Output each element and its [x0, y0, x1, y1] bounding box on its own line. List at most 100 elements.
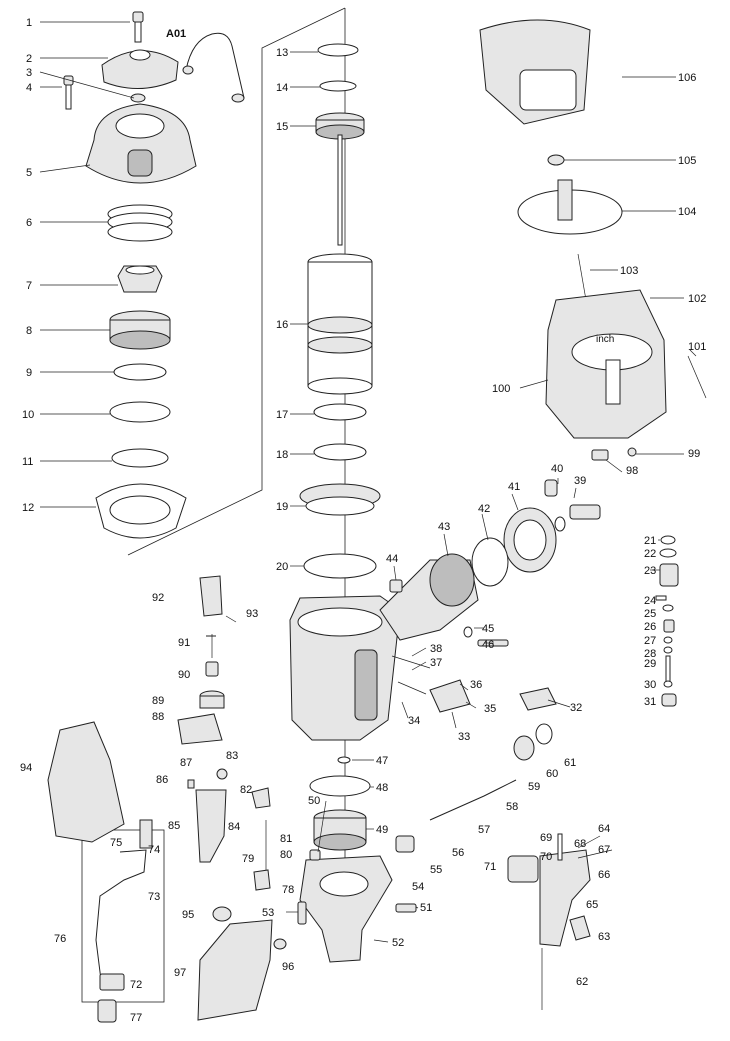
part-52-nose — [299, 855, 393, 963]
part-51-bolt — [395, 903, 417, 913]
callout-44: 44 — [386, 553, 398, 565]
callout-51: 51 — [420, 902, 432, 914]
part-32-clip — [519, 687, 557, 711]
part-20-oring — [303, 553, 377, 579]
callout-59: 59 — [528, 781, 540, 793]
callout-87: 87 — [180, 757, 192, 769]
part-105-cap — [547, 154, 565, 166]
callout-45: 45 — [482, 623, 494, 635]
callout-66: 66 — [598, 869, 610, 881]
callout-9: 9 — [26, 367, 32, 379]
part-2-cap — [101, 49, 179, 90]
callout-13: 13 — [276, 47, 288, 59]
part-106-cover — [479, 19, 591, 125]
callout-32: 32 — [570, 702, 582, 714]
part-4-bolt — [63, 75, 74, 110]
part-101-pin — [687, 355, 707, 399]
part-11-ring — [111, 448, 169, 468]
part-53-bolt — [297, 901, 307, 925]
callout-56: 56 — [452, 847, 464, 859]
callout-68: 68 — [574, 838, 586, 850]
part-13-ring — [317, 43, 359, 57]
part-12-gasket — [95, 483, 187, 539]
scale-mark-inch: inch — [596, 334, 614, 345]
callout-25: 25 — [644, 608, 656, 620]
callout-86: 86 — [156, 774, 168, 786]
callout-95: 95 — [182, 909, 194, 921]
callout-12: 12 — [22, 502, 34, 514]
callout-98: 98 — [626, 465, 638, 477]
callout-49: 49 — [376, 824, 388, 836]
callout-23: 23 — [644, 565, 656, 577]
callout-103: 103 — [620, 265, 638, 277]
callout-70: 70 — [540, 851, 552, 863]
callout-99: 99 — [688, 448, 700, 460]
callout-31: 31 — [644, 696, 656, 708]
part-18-ring — [313, 443, 367, 461]
part-41-cap — [503, 507, 557, 573]
part-76-contact-arm — [95, 819, 153, 1023]
part-6-springs — [107, 204, 173, 242]
part-40-plug — [544, 479, 558, 497]
part-17-ring — [313, 403, 367, 421]
callout-21: 21 — [644, 535, 656, 547]
callout-96: 96 — [282, 961, 294, 973]
part-47-48-rings — [309, 756, 371, 797]
part-95-97-nose-guard — [197, 906, 287, 1021]
part-84-87-bracket — [187, 768, 228, 863]
part-3-washer — [130, 93, 146, 103]
part-45-washer — [463, 626, 473, 638]
part-78-82-linkage — [251, 787, 271, 891]
callout-34: 34 — [408, 715, 420, 727]
callout-73: 73 — [148, 891, 160, 903]
callout-26: 26 — [644, 621, 656, 633]
callout-29: 29 — [644, 658, 656, 670]
callout-53: 53 — [262, 907, 274, 919]
callout-89: 89 — [152, 695, 164, 707]
part-94-guard — [47, 721, 125, 843]
callout-80: 80 — [280, 849, 292, 861]
callout-101: 101 — [688, 341, 706, 353]
callout-97: 97 — [174, 967, 186, 979]
callout-3: 3 — [26, 67, 32, 79]
part-62-71-driver-assembly — [507, 833, 613, 1010]
callout-75: 75 — [110, 837, 122, 849]
part-35-36-trigger — [429, 679, 471, 713]
callout-62: 62 — [576, 976, 588, 988]
callout-19: 19 — [276, 501, 288, 513]
callout-90: 90 — [178, 669, 190, 681]
part-103-spring — [577, 253, 587, 301]
part-92-83-trigger-parts — [177, 575, 237, 745]
callout-100: 100 — [492, 383, 510, 395]
callout-74: 74 — [148, 844, 160, 856]
part-5-top-cover — [85, 103, 197, 184]
callout-92: 92 — [152, 592, 164, 604]
callout-38: 38 — [430, 643, 442, 655]
callout-82: 82 — [240, 784, 252, 796]
part-43-body — [289, 553, 479, 741]
callout-84: 84 — [228, 821, 240, 833]
part-a01-handle — [182, 32, 245, 103]
callout-91: 91 — [178, 637, 190, 649]
leader-lines — [39, 21, 697, 943]
callout-40: 40 — [551, 463, 563, 475]
callout-4: 4 — [26, 82, 32, 94]
callout-33: 33 — [458, 731, 470, 743]
callout-69: 69 — [540, 832, 552, 844]
callout-36: 36 — [470, 679, 482, 691]
callout-71: 71 — [484, 861, 496, 873]
callout-93: 93 — [246, 608, 258, 620]
callout-104: 104 — [678, 206, 696, 218]
callout-85: 85 — [168, 820, 180, 832]
part-16-cylinder — [307, 253, 373, 395]
callout-79: 79 — [242, 853, 254, 865]
callout-14: 14 — [276, 82, 288, 94]
part-9-oring — [113, 363, 167, 381]
callout-30: 30 — [644, 679, 656, 691]
callout-60: 60 — [546, 768, 558, 780]
part-21-31-stack — [655, 535, 679, 707]
part-15-piston — [315, 112, 365, 246]
callout-6: 6 — [26, 217, 32, 229]
part-44-nut — [389, 579, 403, 593]
